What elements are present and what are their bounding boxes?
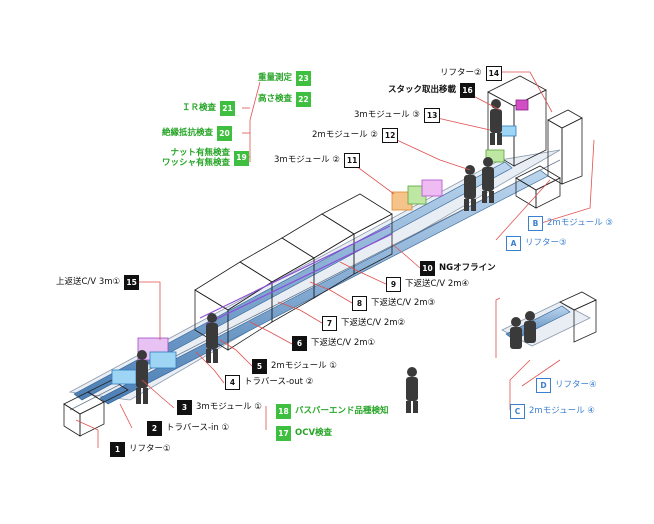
label-weight-measurement: 23 重量測定 — [258, 71, 312, 86]
label-lifter-2: 14 リフター② — [440, 66, 503, 81]
label-2m-module-4: C 2mモジュール ④ — [510, 404, 595, 419]
label-busbar-end-detection: 18 バスバーエンド品種検知 — [276, 404, 389, 419]
label-lifter-3: A リフター③ — [506, 236, 567, 251]
label-3m-module-3: 13 3mモジュール ③ — [354, 108, 441, 123]
upper-frames — [487, 75, 583, 209]
label-traverse-out-2: 4 トラバース-out ② — [225, 375, 313, 390]
label-ng-offline: 10 NGオフライン — [420, 261, 496, 276]
label-nut-washer-inspection: 19 ナット有無検査 ワッシャ有無検査 — [162, 149, 250, 167]
label-3m-module-1: 3 3mモジュール ① — [177, 400, 262, 415]
label-height-inspection: 22 高さ検査 — [258, 92, 312, 107]
upper-module-boxes — [391, 99, 529, 211]
label-insulation-resistance: 20 絶縁抵抗検査 — [162, 126, 233, 141]
label-lifter-1: 1 リフター① — [110, 442, 171, 457]
label-2m-module-1: 5 2mモジュール ① — [252, 359, 337, 374]
label-traverse-in-1: 2 トラバース-in ① — [147, 421, 229, 436]
label-2m-module-2: 12 2mモジュール ② — [312, 128, 399, 143]
label-3m-module-2: 11 3mモジュール ② — [274, 153, 361, 168]
return-conveyor-rails — [199, 225, 393, 325]
label-ocv-inspection: 17 OCV検査 — [276, 426, 332, 441]
label-2m-module-3: B 2mモジュール ③ — [528, 216, 613, 231]
label-upper-return-cv-1: 15 上返送C/V 3m① — [56, 275, 140, 290]
inset-module-drawing — [501, 291, 597, 349]
label-lifter-4: D リフター④ — [536, 378, 597, 393]
label-lower-return-cv-2: 7 下返送C/V 2m② — [322, 316, 405, 331]
label-ir-inspection: 21 ＩＲ検査 — [182, 101, 236, 116]
label-lower-return-cv-4: 9 下返送C/V 2m④ — [386, 277, 469, 292]
label-lower-return-cv-1: 6 下返送C/V 2m① — [292, 336, 375, 351]
label-lower-return-cv-3: 8 下返送C/V 2m③ — [352, 296, 435, 311]
label-stack-transfer: 16 スタック取出移載 — [388, 83, 476, 98]
return-conveyor-enclosures — [194, 193, 393, 351]
lifter-1-frame — [63, 379, 129, 437]
